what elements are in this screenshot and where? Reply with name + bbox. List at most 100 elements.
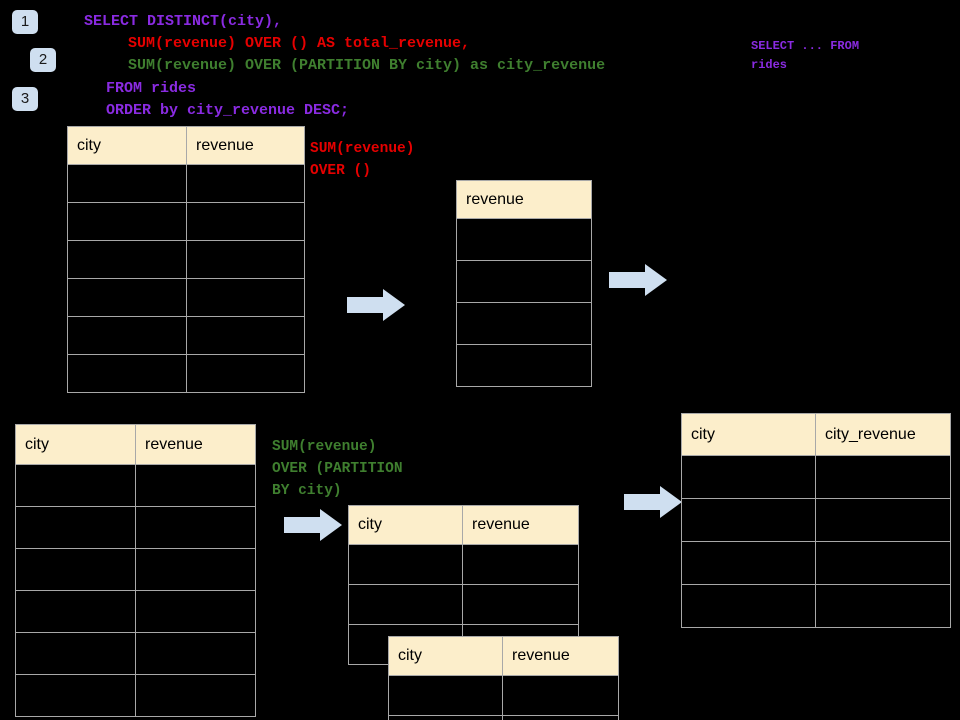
table-total-revenue: revenue xyxy=(456,180,592,387)
sql-line-from: FROM rides xyxy=(106,80,197,97)
cell-city-revenue xyxy=(815,584,951,628)
cell-revenue xyxy=(135,590,256,633)
cell-revenue xyxy=(135,548,256,591)
cell-city xyxy=(67,278,187,317)
cell-revenue xyxy=(462,544,579,585)
table-row xyxy=(67,278,305,317)
arrow-source-to-partition-icon xyxy=(284,509,342,541)
table-partition-group-front: city revenue xyxy=(388,636,619,720)
step-badge-2: 2 xyxy=(30,48,56,72)
table-row xyxy=(388,715,619,720)
cell-revenue xyxy=(456,218,592,261)
cell-city xyxy=(67,164,187,203)
table-row xyxy=(456,302,592,345)
cell-revenue xyxy=(186,164,305,203)
annotation-select-from: SELECT ... FROM rides xyxy=(751,39,860,72)
table-row xyxy=(681,455,951,499)
cell-city xyxy=(15,590,136,633)
column-header-city: city xyxy=(388,636,503,676)
cell-city xyxy=(67,316,187,355)
table-row xyxy=(15,548,256,591)
table-header-row: city revenue xyxy=(388,636,619,676)
table-row xyxy=(15,464,256,507)
cell-revenue xyxy=(186,278,305,317)
cell-city xyxy=(348,584,463,625)
cell-city xyxy=(15,548,136,591)
table-row xyxy=(681,584,951,628)
cell-revenue xyxy=(135,506,256,549)
annotation-sum-over-empty: SUM(revenue) OVER () xyxy=(310,141,415,179)
table-header-row: city revenue xyxy=(15,424,256,465)
cell-revenue xyxy=(456,302,592,345)
column-header-city: city xyxy=(15,424,136,465)
column-header-revenue: revenue xyxy=(462,505,579,545)
step-badge-1: 1 xyxy=(12,10,38,34)
column-header-revenue: revenue xyxy=(502,636,619,676)
table-row xyxy=(67,354,305,393)
table-row xyxy=(456,344,592,387)
table-rides-source-top: city revenue xyxy=(67,126,305,393)
cell-revenue xyxy=(462,584,579,625)
table-row xyxy=(15,506,256,549)
cell-city xyxy=(681,584,816,628)
cell-city xyxy=(681,455,816,499)
cell-city xyxy=(67,240,187,279)
cell-revenue xyxy=(186,240,305,279)
cell-revenue xyxy=(135,464,256,507)
arrow-partition-to-result-icon xyxy=(624,486,682,518)
table-header-row: revenue xyxy=(456,180,592,219)
column-header-revenue: revenue xyxy=(186,126,305,165)
cell-city-revenue xyxy=(815,541,951,585)
cell-city xyxy=(15,674,136,717)
cell-revenue xyxy=(186,202,305,241)
cell-city xyxy=(388,675,503,716)
sql-line-order-by: ORDER by city_revenue DESC; xyxy=(106,102,350,119)
cell-city xyxy=(348,544,463,585)
arrow-source-to-total-icon xyxy=(347,289,405,321)
table-row xyxy=(681,541,951,585)
table-row xyxy=(456,218,592,261)
cell-revenue xyxy=(135,674,256,717)
table-row xyxy=(67,240,305,279)
table-row xyxy=(681,498,951,542)
cell-city xyxy=(15,506,136,549)
annotation-sum-over-partition: SUM(revenue) OVER (PARTITION BY city) xyxy=(272,439,403,499)
cell-city xyxy=(388,715,503,720)
column-header-revenue: revenue xyxy=(456,180,592,219)
table-header-row: city revenue xyxy=(67,126,305,165)
table-row xyxy=(15,632,256,675)
table-row xyxy=(348,584,579,625)
cell-city xyxy=(681,541,816,585)
table-row xyxy=(67,164,305,203)
column-header-city: city xyxy=(681,413,816,456)
cell-city-revenue xyxy=(815,455,951,499)
cell-city xyxy=(681,498,816,542)
table-result: city city_revenue xyxy=(681,413,951,628)
step-badge-3: 3 xyxy=(12,87,38,111)
sql-line-sum-over-partition: SUM(revenue) OVER (PARTITION BY city) as… xyxy=(128,57,606,74)
cell-city xyxy=(15,632,136,675)
table-row xyxy=(15,590,256,633)
arrow-total-to-result-icon xyxy=(609,264,667,296)
column-header-city: city xyxy=(67,126,187,165)
table-row xyxy=(388,675,619,716)
cell-revenue xyxy=(186,316,305,355)
cell-revenue xyxy=(502,715,619,720)
column-header-city: city xyxy=(348,505,463,545)
cell-revenue xyxy=(456,344,592,387)
column-header-city-revenue: city_revenue xyxy=(815,413,951,456)
cell-revenue xyxy=(135,632,256,675)
table-row xyxy=(67,202,305,241)
table-row xyxy=(348,544,579,585)
column-header-revenue: revenue xyxy=(135,424,256,465)
table-row xyxy=(15,674,256,717)
cell-city-revenue xyxy=(815,498,951,542)
table-rides-source-bottom: city revenue xyxy=(15,424,256,717)
sql-line-sum-over-empty: SUM(revenue) OVER () AS total_revenue, xyxy=(128,35,471,52)
table-row xyxy=(456,260,592,303)
cell-city xyxy=(67,354,187,393)
cell-revenue xyxy=(502,675,619,716)
table-row xyxy=(67,316,305,355)
cell-city xyxy=(67,202,187,241)
